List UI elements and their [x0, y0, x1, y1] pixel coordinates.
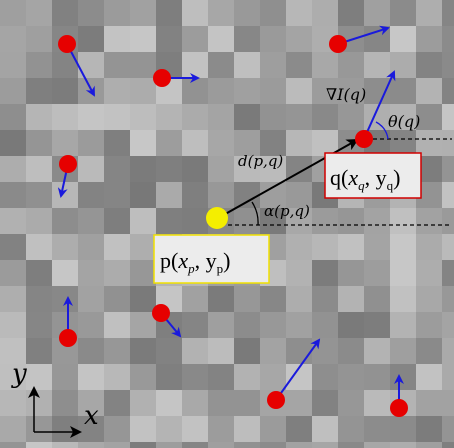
feature-point [152, 304, 170, 322]
feature-point [59, 329, 77, 347]
alpha-angle-arc [251, 201, 259, 226]
feature-point [390, 399, 408, 417]
feature-point [59, 155, 77, 173]
theta-angle-arc [375, 121, 389, 140]
label-p: p(xp, yp) [160, 248, 230, 276]
gradient-arrow-q [363, 70, 396, 140]
coordinate-axes: y x [11, 359, 99, 438]
alpha-label: α(p,q) [264, 202, 310, 220]
axis-label-y: y [11, 359, 27, 389]
gradient-arrow [275, 338, 321, 401]
feature-point [153, 69, 171, 87]
feature-point [329, 35, 347, 53]
gradient-label: ∇I(q) [326, 85, 366, 104]
gradient-arrow [66, 43, 95, 97]
theta-label: θ(q) [388, 112, 420, 131]
distance-label: d(p,q) [238, 152, 283, 170]
label-box-q [324, 152, 422, 199]
axis-label-x: x [84, 401, 99, 431]
label-box-p [153, 234, 270, 284]
feature-point [267, 391, 285, 409]
label-q: q(xq, yq) [330, 165, 400, 193]
feature-point-q [355, 130, 373, 148]
feature-point [58, 35, 76, 53]
keypoint-p [206, 207, 228, 229]
